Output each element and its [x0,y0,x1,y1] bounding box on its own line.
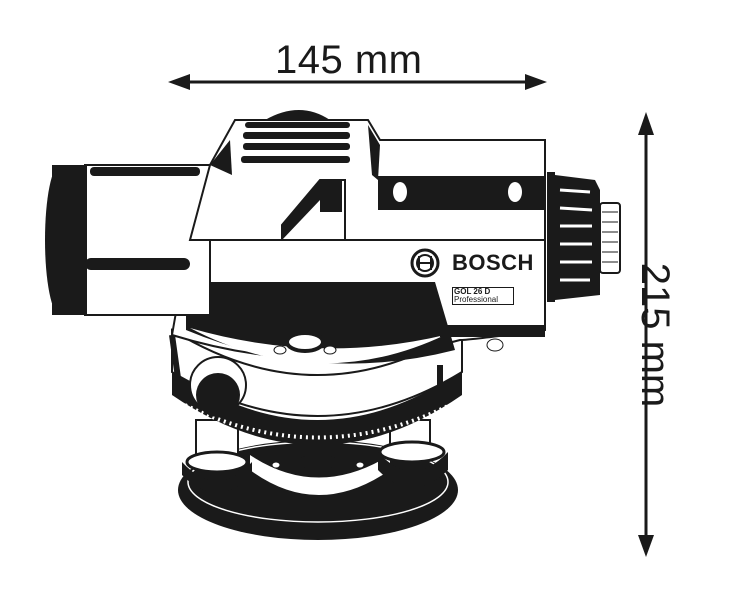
horizontal-circle-ring [172,370,462,445]
telescope-tube [45,164,211,316]
instrument-body [170,239,546,364]
bosch-logo-icon [410,248,440,278]
brand-wordmark: BOSCH [452,250,534,275]
model-series: Professional [454,295,499,304]
width-dimension-label: 145 mm [275,38,423,82]
height-dimension-label: 215 mm [633,262,677,408]
height-dimension-arrow [638,112,654,557]
focus-knob [547,172,621,302]
horizontal-drive-knob [189,356,247,417]
model-name: GOL 26 D [454,287,491,296]
top-housing [188,110,546,241]
model-badge: GOL 26 D Professional [452,287,514,305]
width-dimension-arrow [168,74,547,90]
